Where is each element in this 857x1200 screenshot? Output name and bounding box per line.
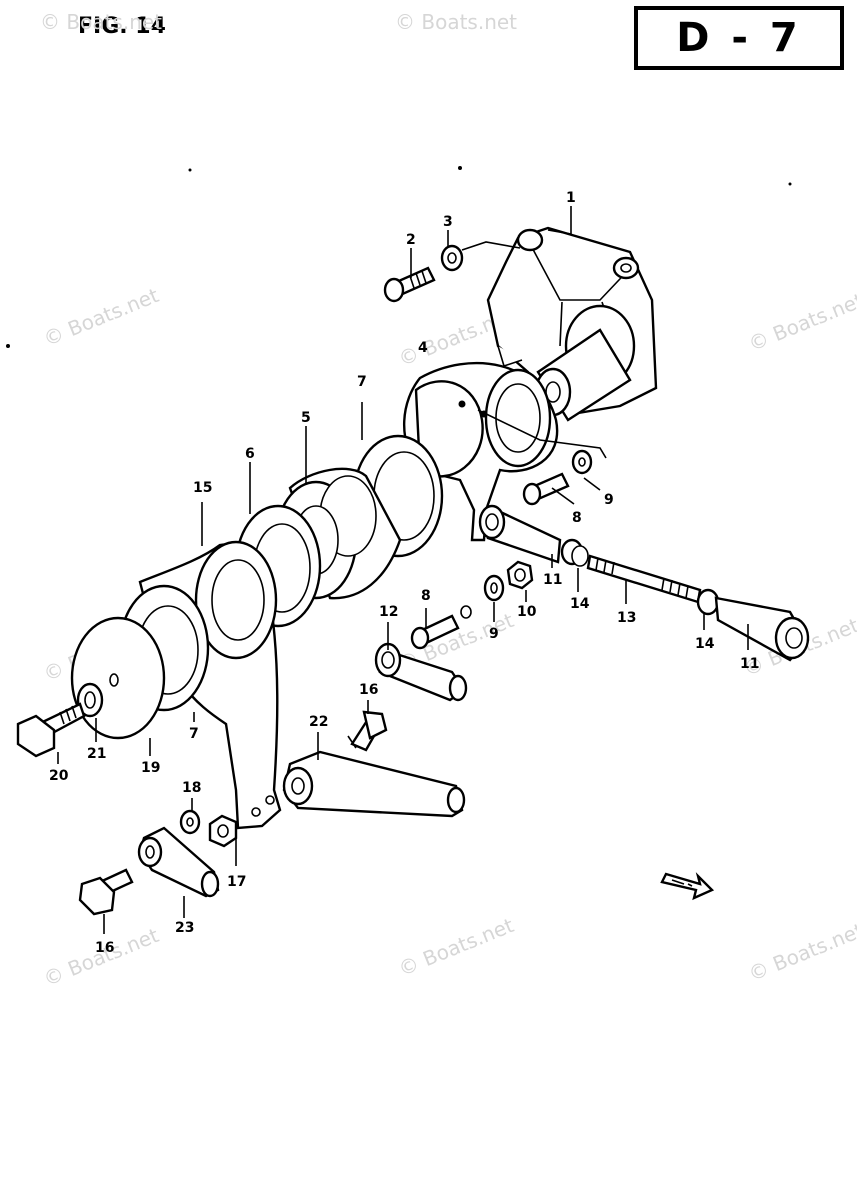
part-lock-washer-21 [76, 682, 104, 718]
part-nut-14-left [560, 538, 589, 567]
callout-22: 22 [309, 714, 328, 730]
callout-23: 23 [175, 920, 194, 936]
part-washer-9-upper [571, 449, 593, 475]
part-threaded-rod-13 [586, 554, 702, 604]
callout-9-lower: 9 [489, 626, 499, 642]
part-nut-14-right [696, 588, 720, 616]
part-stud-8-upper [522, 472, 570, 506]
part-ring-plate-4 [402, 361, 607, 542]
callout-6: 6 [245, 446, 255, 462]
callout-2: 2 [406, 232, 416, 248]
watermark: © Boats.net [40, 10, 163, 34]
part-bolt-20 [16, 702, 86, 758]
callout-19: 19 [141, 760, 160, 776]
part-clevis-22 [282, 750, 466, 818]
callout-16-upper: 16 [359, 682, 378, 698]
part-washer-18 [179, 809, 201, 835]
callout-11-left: 11 [543, 572, 562, 588]
callout-20: 20 [49, 768, 69, 784]
part-rod-end-11-right [714, 596, 810, 662]
callout-10: 10 [517, 604, 537, 620]
callout-1: 1 [566, 190, 576, 206]
callout-5: 5 [301, 410, 311, 426]
callout-16-lower: 16 [95, 940, 114, 956]
part-nut-10 [506, 560, 534, 590]
part-rod-end-12 [374, 642, 468, 702]
watermark: © Boats.net [395, 10, 518, 34]
callout-17: 17 [227, 874, 246, 890]
callout-14-right: 14 [695, 636, 715, 652]
callout-13: 13 [617, 610, 636, 626]
speck [458, 166, 462, 170]
callout-8-lower: 8 [421, 588, 431, 604]
part-bracket-housing [486, 226, 658, 422]
speck [188, 168, 192, 172]
callout-11-right: 11 [740, 656, 759, 672]
part-bolt-16-lower [78, 868, 134, 916]
page-code: D - 7 [676, 15, 802, 61]
speck [788, 182, 792, 186]
part-washer-3 [440, 244, 464, 272]
part-washer-9-lower [483, 574, 505, 602]
part-bolt-2 [383, 266, 436, 303]
callout-4: 4 [418, 340, 428, 356]
leader-lines [57, 206, 749, 934]
part-clevis-23 [137, 826, 220, 898]
callout-21: 21 [87, 746, 106, 762]
callout-3: 3 [443, 214, 453, 230]
callout-18: 18 [182, 780, 201, 796]
page-code-box: D - 7 [634, 6, 844, 70]
callout-14-left: 14 [570, 596, 590, 612]
callout-9-upper: 9 [604, 492, 614, 508]
callout-7-upper: 7 [357, 374, 367, 390]
callout-12: 12 [379, 604, 398, 620]
part-stud-8-lower [410, 605, 472, 650]
callout-8-upper: 8 [572, 510, 582, 526]
part-bolt-16-upper [347, 710, 388, 752]
callout-7-lower: 7 [189, 726, 199, 742]
figure-title: FIG. 14 [78, 14, 166, 39]
part-disc-19 [70, 616, 166, 740]
forward-arrow-icon [660, 872, 715, 901]
part-nut-17 [208, 814, 238, 848]
callout-15: 15 [193, 480, 212, 496]
part-rod-end-11-left [478, 504, 562, 564]
speck [6, 344, 10, 348]
